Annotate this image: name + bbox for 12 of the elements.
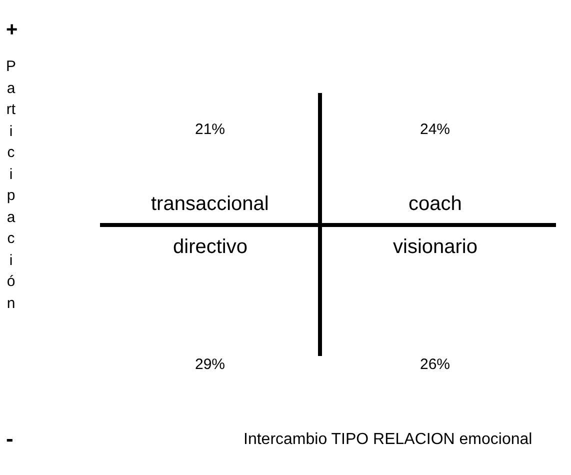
plus-sign: + <box>6 20 18 40</box>
quadrant-label: coach <box>408 194 462 214</box>
quadrant-label: transaccional <box>151 194 269 214</box>
percentage-label: 29% <box>195 357 226 372</box>
horizontal-axis-label: Intercambio TIPO RELACION emocional <box>244 432 532 448</box>
percentage-label: 24% <box>420 122 450 137</box>
percentage-label: 21% <box>195 122 226 137</box>
vertical-axis-label: Participación <box>6 57 16 314</box>
minus-sign: - <box>6 428 14 450</box>
quadrant-label: directivo <box>173 237 248 257</box>
percentage-label: 26% <box>420 357 450 372</box>
quadrant-label: visionario <box>393 237 478 257</box>
